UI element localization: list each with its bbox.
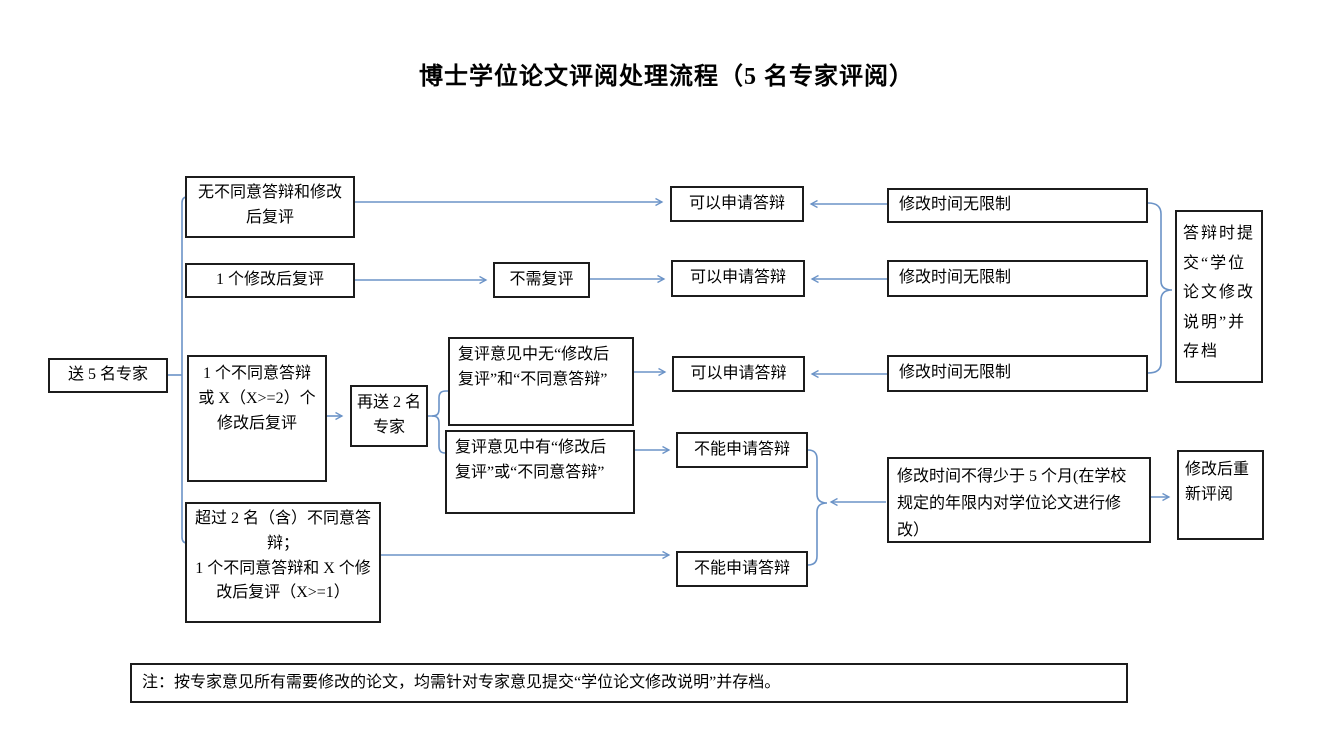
node-over-two-disagree: 超过 2 名（含）不同意答 辩； 1 个不同意答辩和 X 个修 改后复评（X>=… [185, 502, 381, 623]
node-cannot-defend-2: 不能申请答辩 [676, 551, 808, 587]
node-no-time-limit-3: 修改时间无限制 [887, 355, 1148, 392]
node-send-5-experts: 送 5 名专家 [48, 358, 168, 393]
node-can-defend-3: 可以申请答辩 [672, 356, 805, 392]
node-no-recheck-needed: 不需复评 [493, 262, 590, 298]
node-rereview-after-revision: 修改后重 新评阅 [1177, 450, 1264, 540]
node-resend-2-experts: 再送 2 名 专家 [350, 385, 428, 447]
node-defense-submit-archive: 答辩时提 交“学位 论文修改 说明”并 存档 [1175, 210, 1263, 383]
node-one-disagree-or-x: 1 个不同意答辩 或 X（X>=2）个 修改后复评 [187, 355, 327, 482]
node-min-5-months: 修改时间不得少于 5 个月(在学校 规定的年限内对学位论文进行修 改） [887, 457, 1151, 543]
node-no-disagree-no-recheck: 无不同意答辩和修改 后复评 [185, 176, 355, 238]
node-no-time-limit-2: 修改时间无限制 [887, 260, 1148, 297]
node-recheck-none: 复评意见中无“修改后 复评”和“不同意答辩” [448, 337, 634, 426]
fork-resend2-b2 [431, 415, 446, 454]
node-cannot-defend-1: 不能申请答辩 [676, 432, 808, 468]
node-one-revision-recheck: 1 个修改后复评 [185, 263, 355, 298]
brace-d-cannot [807, 449, 828, 566]
node-can-defend-1: 可以申请答辩 [670, 186, 804, 222]
node-can-defend-2: 可以申请答辩 [671, 260, 805, 297]
node-no-time-limit-1: 修改时间无限制 [887, 188, 1148, 223]
brace-left-branches [181, 196, 188, 544]
footnote-box: 注：按专家意见所有需要修改的论文，均需针对专家意见提交“学位论文修改说明”并存档… [130, 663, 1128, 703]
fork-resend2-b1 [428, 390, 448, 417]
node-recheck-has: 复评意见中有“修改后 复评”或“不同意答辩” [445, 430, 635, 514]
brace-e-defense [1147, 202, 1173, 374]
page-title: 博士学位论文评阅处理流程（5 名专家评阅） [419, 64, 914, 90]
